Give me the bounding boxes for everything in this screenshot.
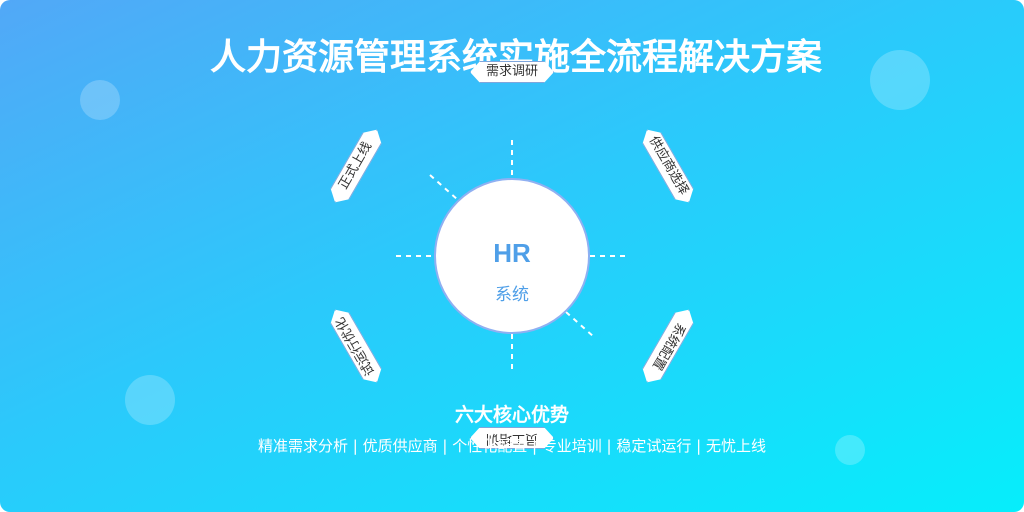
hr-system-hub: HR 系统 (434, 178, 590, 334)
step-node-1: 需求调研 (470, 61, 554, 83)
decor-bubble-left-top (80, 80, 120, 120)
connector-lower-right (565, 311, 595, 338)
hub-title: HR (493, 238, 531, 268)
advantages-list: 精准需求分析 | 优质供应商 | 个性化配置 | 专业培训 | 稳定试运行 | … (258, 437, 766, 455)
connector-upper-left (429, 174, 459, 201)
advantages-title: 六大核心优势 (454, 404, 569, 426)
decor-bubble-right-top (870, 50, 930, 110)
decor-bubble-right-bottom (835, 435, 865, 465)
hub-subtitle: 系统 (495, 285, 529, 305)
decor-bubble-left-bottom (125, 375, 175, 425)
step-label: 需求调研 (485, 64, 538, 79)
